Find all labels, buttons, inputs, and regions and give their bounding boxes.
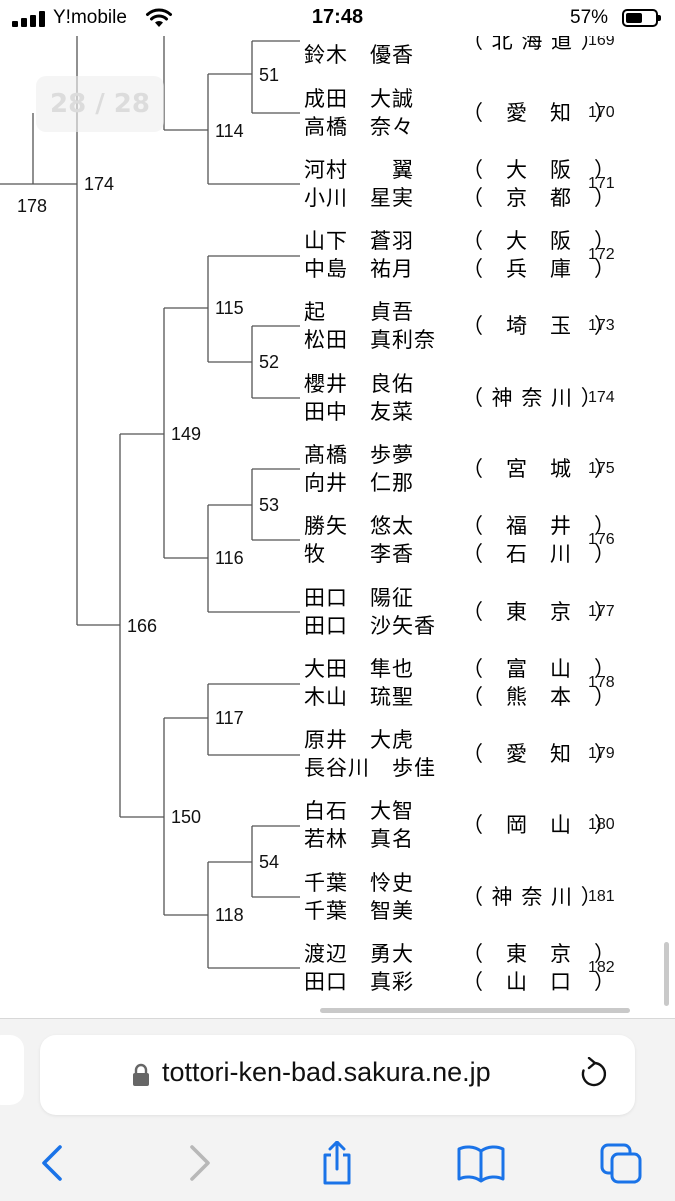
prefecture: （ 山 口 ）	[462, 970, 616, 994]
browser-toolbar: tottori-ken-bad.sakura.ne.jp	[0, 1018, 675, 1201]
player-name: 渡辺 勇大	[304, 942, 414, 966]
match-label: 118	[215, 905, 244, 925]
player-name: 勝矢 悠太	[304, 514, 414, 538]
player-name: 田中 友菜	[304, 400, 414, 424]
player-name: 鈴木 優香	[304, 43, 414, 67]
prefecture: （ 東 京 ）	[462, 600, 616, 624]
prefecture: （ 大 阪 ）	[462, 229, 616, 253]
clock: 17:48	[311, 6, 364, 28]
player-name: 牧 李香	[304, 542, 414, 566]
match-label: 174	[84, 174, 115, 194]
entry-number: 182	[588, 959, 615, 976]
battery-percent: 57%	[570, 7, 609, 28]
entry-number: 180	[588, 816, 615, 833]
reload-icon[interactable]	[578, 1057, 610, 1091]
prefecture: （ 熊 本 ）	[462, 685, 616, 709]
match-label: 117	[215, 708, 244, 728]
prefecture: （ 京 都 ）	[462, 186, 616, 210]
player-name: 小川 星実	[304, 186, 414, 210]
page-indicator: 28 / 28	[36, 76, 164, 132]
battery-icon	[622, 9, 661, 27]
horizontal-scrollbar[interactable]	[320, 1008, 630, 1013]
signal-icon	[12, 11, 46, 27]
lock-icon	[133, 1063, 149, 1086]
match-label: 115	[215, 298, 244, 318]
entry-number: 172	[588, 246, 615, 263]
player-name: 髙橋 歩夢	[304, 443, 414, 467]
prefecture: （ 岡 山 ）	[462, 813, 616, 837]
bookmarks-icon[interactable]	[456, 1141, 506, 1185]
player-name: 河村 翼	[304, 158, 414, 182]
player-name: 向井 仁那	[304, 471, 414, 495]
player-name: 千葉 怜史	[304, 871, 414, 895]
entry-number: 171	[588, 175, 615, 192]
player-name: 成田 大誠	[304, 87, 414, 111]
player-name: 田口 沙矢香	[304, 614, 436, 638]
match-label: 114	[215, 121, 244, 141]
tabs-icon[interactable]	[598, 1141, 648, 1185]
match-label: 149	[171, 424, 202, 444]
player-name: 木山 琉聖	[304, 685, 414, 709]
entry-number: 179	[588, 745, 615, 762]
share-icon[interactable]	[312, 1141, 362, 1185]
prefecture: （ 福 井 ）	[462, 514, 616, 538]
player-name: 中島 祐月	[304, 257, 414, 281]
entry-number: 176	[588, 531, 615, 548]
bracket-page[interactable]: 28 / 28 178 174 166 149 150 114 115 116 …	[0, 0, 675, 1015]
entry-number: 181	[588, 888, 615, 905]
match-label: 53	[259, 495, 280, 515]
prefecture: （ 宮 城 ）	[462, 457, 616, 481]
match-label: 54	[259, 852, 280, 872]
entry-number: 173	[588, 317, 615, 334]
player-name: 起 貞吾	[304, 300, 414, 324]
prefecture: （ 富 山 ）	[462, 657, 616, 681]
prefecture: （ 兵 庫 ）	[462, 257, 616, 281]
player-name: 白石 大智	[304, 799, 414, 823]
back-icon[interactable]	[30, 1141, 80, 1185]
entry-number: 174	[588, 389, 615, 406]
player-name: 櫻井 良佑	[304, 372, 414, 396]
entry-number: 177	[588, 603, 615, 620]
player-name: 原井 大虎	[304, 728, 414, 752]
vertical-scrollbar[interactable]	[664, 942, 669, 1006]
match-label: 150	[171, 807, 202, 827]
prefecture: （ 石 川 ）	[462, 542, 616, 566]
entry-number: 175	[588, 460, 615, 477]
bracket-lines	[0, 36, 300, 969]
player-name: 松田 真利奈	[304, 328, 436, 352]
player-name: 田口 真彩	[304, 970, 414, 994]
match-label: 178	[17, 196, 48, 216]
player-name: 長谷川 歩佳	[304, 756, 436, 780]
url-text[interactable]: tottori-ken-bad.sakura.ne.jp	[162, 1057, 491, 1087]
wifi-icon	[146, 8, 172, 27]
prefecture: （ 埼 玉 ）	[462, 314, 616, 338]
match-label: 166	[127, 616, 158, 636]
carrier-name: Y!mobile	[53, 7, 127, 28]
entry-number: 169	[588, 32, 615, 49]
prefecture: （ 愛 知 ）	[462, 101, 616, 125]
player-name: 高橋 奈々	[304, 115, 414, 139]
forward-icon[interactable]	[174, 1141, 224, 1185]
prefecture: （ 大 阪 ）	[462, 158, 616, 182]
entry-number: 170	[588, 104, 615, 121]
prefecture: （ 東 京 ）	[462, 942, 616, 966]
player-name: 山下 蒼羽	[304, 229, 414, 253]
previous-tab-preview[interactable]	[0, 1035, 24, 1105]
address-bar[interactable]: tottori-ken-bad.sakura.ne.jp	[40, 1035, 635, 1115]
player-name: 千葉 智美	[304, 899, 414, 923]
player-name: 田口 陽征	[304, 586, 414, 610]
prefecture: （ 神 奈 川 ）	[462, 885, 603, 909]
match-label: 116	[215, 548, 244, 568]
player-name: 大田 隼也	[304, 657, 414, 681]
match-label: 51	[259, 65, 280, 85]
prefecture: （ 愛 知 ）	[462, 742, 616, 766]
prefecture: （ 神 奈 川 ）	[462, 386, 603, 410]
match-label: 52	[259, 352, 280, 372]
player-name: 若林 真名	[304, 827, 414, 851]
status-bar: Y!mobile 17:48 57%	[0, 0, 675, 36]
entry-number: 178	[588, 674, 615, 691]
